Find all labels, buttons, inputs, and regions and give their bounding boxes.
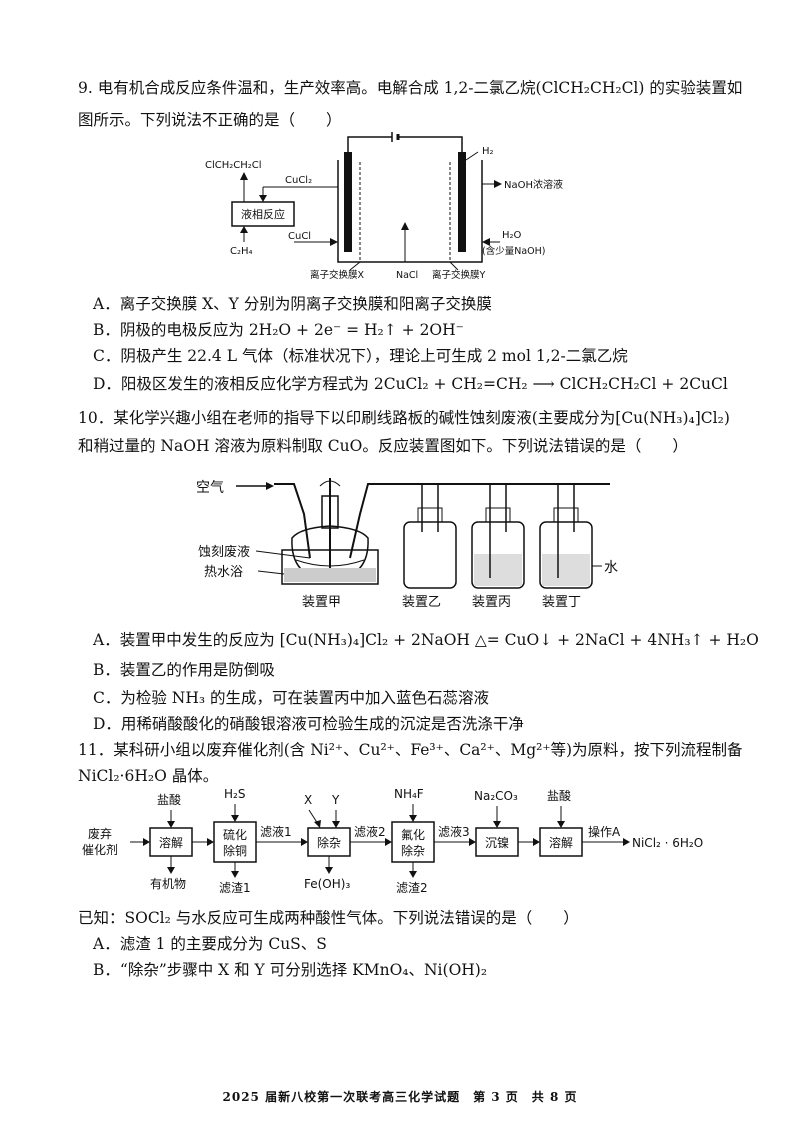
q9-option-c: C．阴极产生 22.4 L 气体（标准状况下），理论上可生成 2 mol 1,2… — [93, 347, 628, 365]
q10-apparatus-diagram: 空气 蚀刻废液 热水浴 水 装置甲 装置乙 装置丙 装置丁 — [196, 478, 618, 610]
q9-c2h4-label: C₂H₄ — [230, 246, 253, 257]
q10-option-b: B．装置乙的作用是防倒吸 — [93, 661, 275, 679]
q9-membrane-y-label: 离子交换膜Y — [432, 269, 486, 281]
q11-product: NiCl₂ · 6H₂O — [632, 836, 703, 850]
q9-cucl2-label: CuCl₂ — [285, 175, 312, 186]
q10-air-label: 空气 — [196, 480, 224, 496]
q9-reactor-label: 液相反应 — [241, 207, 285, 221]
q9-option-a: A．离子交换膜 X、Y 分别为阴离子交换膜和阳离子交换膜 — [93, 295, 492, 313]
q11-by-residue1: 滤渣1 — [219, 881, 251, 895]
q11-by-residue2: 滤渣2 — [396, 881, 428, 895]
q11-reagent-hcl2: 盐酸 — [547, 788, 571, 803]
q11-reagent-h2s: H₂S — [224, 787, 245, 801]
q11-option-a: A．滤渣 1 的主要成分为 CuS、S — [93, 935, 327, 953]
q10-stem-line1: 10．某化学兴趣小组在老师的指导下以印刷线路板的碱性蚀刻废液(主要成分为[Cu(… — [78, 409, 730, 427]
q11-option-b: B．“除杂”步骤中 X 和 Y 可分别选择 KMnO₄、Ni(OH)₂ — [93, 961, 488, 979]
q9-cucl-label: CuCl — [288, 231, 311, 242]
page-footer: 2025 届新八校第一次联考高三化学试题 第 3 页 共 8 页 — [222, 1090, 578, 1104]
q11-box-dissolve2: 溶解 — [549, 835, 573, 850]
q11-reagent-na2co3: Na₂CO₃ — [474, 789, 518, 803]
q10-app-b-label: 装置乙 — [402, 595, 441, 610]
q9-electrolysis-diagram: 液相反应 CuCl₂ ClCH₂CH₂Cl C₂H₄ CuCl H₂ NaOH浓… — [205, 132, 563, 281]
q11-reagent-y: Y — [331, 793, 340, 807]
q9-stem-line2: 图所示。下列说法不正确的是（ ） — [78, 111, 342, 129]
q11-box-cu-line1: 硫化 — [223, 827, 247, 842]
q11-start-line1: 废弃 — [88, 826, 112, 841]
q11-filtrate1: 滤液1 — [260, 824, 292, 839]
q11-stem-line1: 11．某科研小组以废弃催化剂(含 Ni²⁺、Cu²⁺、Fe³⁺、Ca²⁺、Mg²… — [78, 741, 743, 759]
q9-naoh-label: NaOH浓溶液 — [504, 178, 563, 191]
q11-box-dissolve: 溶解 — [159, 835, 183, 850]
q9-h2o-label: H₂O — [502, 230, 522, 241]
q11-reagent-x: X — [304, 793, 312, 807]
q9-product-label: ClCH₂CH₂Cl — [205, 160, 262, 171]
q11-box-cu-line2: 除铜 — [223, 843, 247, 858]
q11-box-fluoride-line2: 除杂 — [401, 843, 425, 858]
q11-operation-a: 操作A — [588, 824, 621, 839]
q9-stem-line1: 9. 电有机合成反应条件温和，生产效率高。电解合成 1,2-二氯乙烷(ClCH₂… — [78, 79, 743, 97]
q11-reagent-nh4f: NH₄F — [394, 787, 424, 801]
q11-filtrate3: 滤液3 — [438, 824, 470, 839]
q11-filtrate2: 滤液2 — [354, 824, 386, 839]
q10-app-a-label: 装置甲 — [302, 595, 341, 610]
q10-stem-line2: 和稍过量的 NaOH 溶液为原料制取 CuO。反应装置图如下。下列说法错误的是（… — [78, 437, 688, 455]
q11-flowchart: 废弃 催化剂 溶解 盐酸 有机物 硫化 除铜 H₂S 滤渣1 滤液1 除杂 X … — [82, 787, 703, 895]
q10-option-c: C．为检验 NH₃ 的生成，可在装置丙中加入蓝色石蕊溶液 — [93, 689, 490, 707]
q9-h2-label: H₂ — [482, 146, 494, 157]
q11-by-feoh3: Fe(OH)₃ — [304, 877, 350, 891]
q10-app-d-label: 装置丁 — [542, 595, 581, 610]
q9-option-b: B．阴极的电极反应为 2H₂O + 2e⁻ = H₂↑ + 2OH⁻ — [93, 321, 464, 339]
q11-stem-line2: NiCl₂·6H₂O 晶体。 — [78, 767, 219, 785]
q10-hotbath-label: 热水浴 — [204, 565, 243, 580]
q11-box-impurity: 除杂 — [317, 835, 341, 850]
q10-option-d: D．用稀硝酸酸化的硝酸银溶液可检验生成的沉淀是否洗涤干净 — [93, 715, 524, 733]
q11-box-ni: 沉镍 — [485, 836, 509, 850]
q10-option-a: A．装置甲中发生的反应为 [Cu(NH₃)₄]Cl₂ + 2NaOH △= Cu… — [93, 631, 759, 649]
q9-nacl-label: NaCl — [396, 270, 418, 281]
q10-water-label: 水 — [604, 560, 618, 576]
q10-app-c-label: 装置丙 — [472, 595, 511, 610]
q9-h2o-note: (含少量NaOH) — [482, 245, 545, 257]
q10-etching-label: 蚀刻废液 — [198, 544, 250, 560]
q11-reagent-hcl: 盐酸 — [157, 792, 181, 807]
q11-known: 已知：SOCl₂ 与水反应可生成两种酸性气体。下列说法错误的是（ ） — [78, 909, 579, 927]
q9-option-d: D．阳极区发生的液相反应化学方程式为 2CuCl₂ + CH₂=CH₂ ⟶ Cl… — [93, 375, 728, 393]
q9-membrane-x-label: 离子交换膜X — [310, 269, 365, 281]
q11-by-organic: 有机物 — [150, 877, 186, 891]
q11-start-line2: 催化剂 — [82, 842, 118, 857]
q11-box-fluoride-line1: 氟化 — [401, 828, 425, 842]
